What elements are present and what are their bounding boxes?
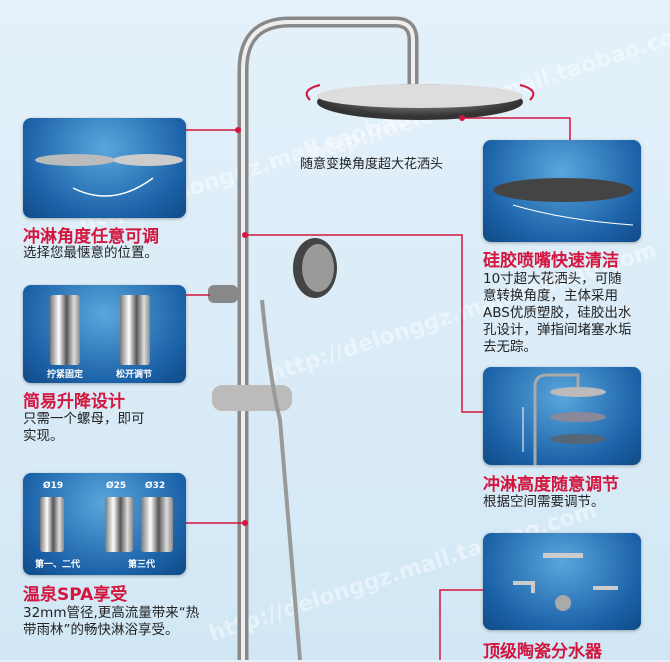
feature-text: 10寸超大花洒头，可随意转换角度，主体采用ABS优质塑胶，硅胶出水孔设计，弹指间… <box>483 271 632 355</box>
slide-bar-clamp <box>212 385 292 411</box>
angle-adjust-panel <box>23 118 186 218</box>
feature-title: 硅胶喷嘴快速清洁 <box>483 251 619 271</box>
diameter-19: Ø19 <box>43 481 64 491</box>
feature-text: 只需一个螺母，即可实现。 <box>23 411 145 444</box>
feature-title: 顶级陶瓷分水器 <box>483 642 602 662</box>
label-gen3: 第三代 <box>128 560 156 570</box>
head-caption: 随意变换角度超大花洒头 <box>300 157 444 172</box>
feature-text: 选择您最惬意的位置。 <box>23 245 158 261</box>
nozzle-panel <box>483 140 641 242</box>
diameter-25: Ø25 <box>106 481 127 491</box>
label-loosen: 松开调节 <box>116 370 153 380</box>
diverter-panel <box>483 533 641 630</box>
feature-title: 冲淋角度任意可调 <box>23 227 159 247</box>
lift-design-panel: 拧紧固定 松开调节 <box>23 285 186 383</box>
feature-text: 32mm管径,更高流量带来“热带雨林”的畅快淋浴享受。 <box>23 605 200 638</box>
slide-holder <box>208 285 238 303</box>
diameter-32: Ø32 <box>145 481 166 491</box>
feature-title: 简易升降设计 <box>23 392 125 412</box>
hose <box>260 299 302 660</box>
feature-text: 根据空间需要调节。 <box>483 494 605 510</box>
feature-title: 温泉SPA享受 <box>23 585 128 605</box>
label-gen12: 第一、二代 <box>35 560 81 570</box>
height-panel <box>483 367 641 465</box>
feature-title: 冲淋高度随意调节 <box>483 475 619 495</box>
label-tighten: 拧紧固定 <box>47 370 84 380</box>
spa-panel: Ø19 Ø25 Ø32 第一、二代 第三代 <box>23 473 186 575</box>
